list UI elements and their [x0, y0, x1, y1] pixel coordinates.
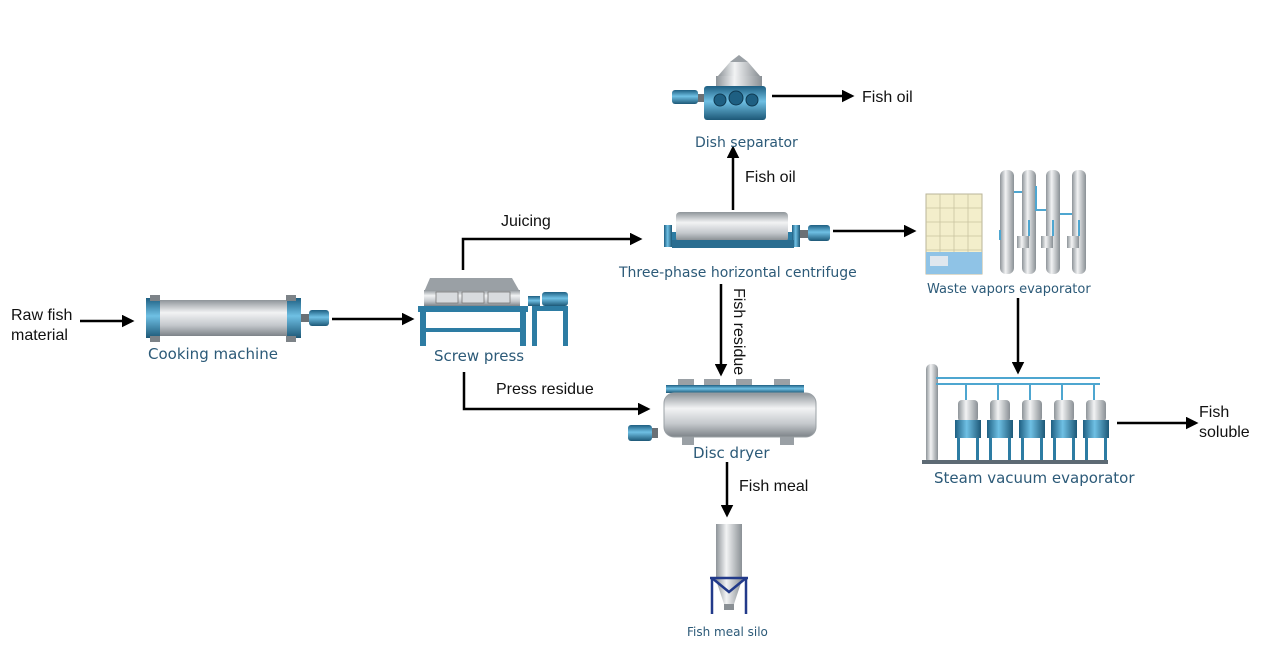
label-waste-vapors-evaporator: Waste vapors evaporator: [927, 282, 1091, 297]
label-press-residue: Press residue: [496, 381, 594, 398]
label-fish-soluble-line2: soluble: [1199, 424, 1250, 441]
steam-vacuum-evaporator-icon: [922, 364, 1109, 464]
centrifuge-icon: [664, 212, 830, 248]
label-steam-vacuum-evaporator: Steam vacuum evaporator: [934, 469, 1135, 487]
evaporator-effects: [955, 384, 1109, 460]
fish-meal-silo-icon: [710, 524, 748, 614]
label-cooking-machine: Cooking machine: [148, 345, 278, 363]
label-raw-material-line1: Raw fish: [11, 307, 72, 324]
label-fish-residue: Fish residue: [730, 288, 747, 375]
waste-vapors-evaporator-icon: [925, 170, 1086, 275]
label-raw-material-line2: material: [11, 327, 68, 344]
label-fish-oil-up: Fish oil: [745, 169, 796, 186]
label-disc-dryer: Disc dryer: [693, 444, 770, 462]
label-centrifuge: Three-phase horizontal centrifuge: [618, 265, 857, 281]
label-dish-separator: Dish separator: [695, 135, 798, 151]
flow-arrows: [80, 89, 1199, 518]
screw-press-icon: [418, 278, 568, 346]
dish-separator-icon: [672, 55, 766, 120]
cooking-machine-icon: [146, 295, 329, 342]
arrow-press-to-dryer: [462, 372, 651, 416]
label-juicing: Juicing: [501, 213, 551, 230]
label-fish-meal-silo: Fish meal silo: [687, 625, 768, 639]
label-screw-press: Screw press: [434, 347, 524, 365]
label-fish-oil-out: Fish oil: [862, 89, 913, 106]
disc-dryer-icon: [628, 379, 817, 445]
label-fish-soluble-line1: Fish: [1199, 404, 1229, 421]
arrow-press-to-centrifuge: [461, 232, 643, 270]
label-fish-meal: Fish meal: [739, 478, 808, 495]
